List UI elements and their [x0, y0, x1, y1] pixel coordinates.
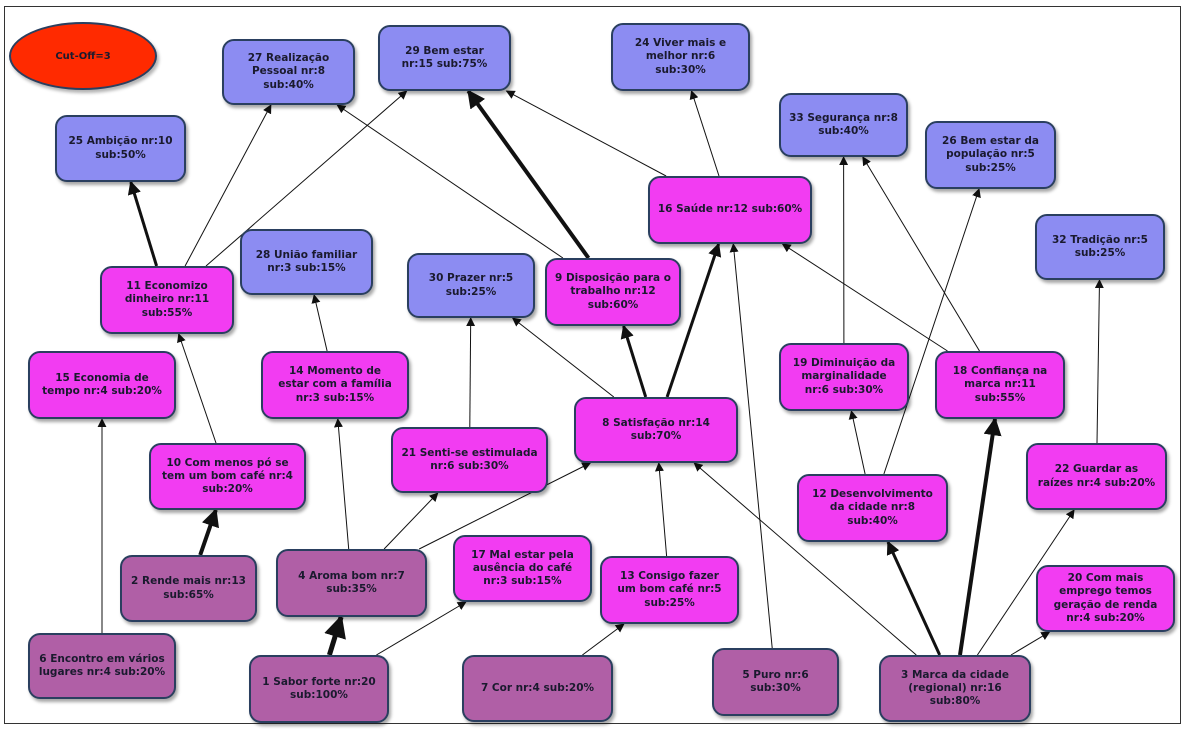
edge-n11-to-n25 [127, 180, 159, 267]
cutoff-ellipse: Cut-Off=3 [9, 22, 157, 90]
node-32-tradicao: 32 Tradição nr:5 sub:25% [1035, 214, 1165, 280]
node-18-confianca-na-marca: 18 Confiança na marca nr:11 sub:55% [935, 351, 1065, 419]
edge-n8-to-n30 [511, 317, 615, 398]
edge-n9-to-n29 [466, 89, 591, 260]
node-29-bem-estar: 29 Bem estar nr:15 sub:75% [378, 25, 511, 91]
node-9-disposicao-para-o-trabalho: 9 Disposição para o trabalho nr:12 sub:6… [545, 258, 681, 326]
edge-n1-to-n17 [376, 601, 467, 656]
node-5-puro: 5 Puro nr:6 sub:30% [712, 648, 839, 716]
edge-n12-to-n19 [848, 410, 866, 475]
node-3-marca-da-cidade: 3 Marca da cidade (regional) nr:16 sub:8… [879, 655, 1031, 722]
edge-n14-to-n28 [311, 294, 328, 352]
edge-n3-to-n20 [1010, 631, 1051, 656]
edge-n8-to-n9 [620, 324, 648, 398]
node-14-momento-de-estar-com-a-familia: 14 Momento de estar com a família nr:3 s… [261, 351, 409, 419]
node-27-realizacao-pessoal: 27 Realização Pessoal nr:8 sub:40% [222, 39, 355, 105]
node-16-saude: 16 Saúde nr:12 sub:60% [648, 176, 812, 244]
edge-n3-to-n8 [693, 462, 917, 656]
node-11-economizo-dinheiro: 11 Economizo dinheiro nr:11 sub:55% [100, 266, 234, 334]
node-22-guardar-as-raizes: 22 Guardar as raízes nr:4 sub:20% [1026, 443, 1167, 510]
node-24-viver-mais-e-melhor: 24 Viver mais e melhor nr:6 sub:30% [611, 23, 750, 91]
edge-n3-to-n12 [886, 540, 942, 656]
edge-n16-to-n29 [505, 90, 667, 177]
node-30-prazer: 30 Prazer nr:5 sub:25% [407, 253, 535, 318]
edge-n18-to-n33 [862, 156, 980, 352]
edge-n3-to-n18 [958, 417, 1002, 656]
node-10-com-menos-po: 10 Com menos pó se tem um bom café nr:4 … [149, 443, 306, 510]
edge-n9-to-n27 [336, 104, 564, 259]
cutoff-label: Cut-Off=3 [55, 50, 111, 62]
edge-n21-to-n30 [466, 317, 476, 428]
edge-n7-to-n13 [582, 623, 625, 656]
node-25-ambicao: 25 Ambição nr:10 sub:50% [55, 115, 186, 182]
node-1-sabor-forte: 1 Sabor forte nr:20 sub:100% [249, 655, 389, 723]
edge-n2-to-n10 [198, 508, 219, 556]
node-4-aroma-bom: 4 Aroma bom nr:7 sub:35% [276, 549, 427, 617]
edge-n12-to-n26 [883, 188, 981, 475]
edge-n10-to-n11 [177, 333, 217, 444]
edge-n16-to-n24 [689, 90, 720, 177]
node-7-cor: 7 Cor nr:4 sub:20% [462, 655, 613, 722]
edge-n4-to-n8 [418, 462, 592, 550]
node-33-seguranca: 33 Segurança nr:8 sub:40% [779, 93, 908, 157]
edge-n4-to-n14 [333, 418, 350, 550]
node-15-economia-de-tempo: 15 Economia de tempo nr:4 sub:20% [28, 351, 176, 419]
edge-n11-to-n29 [205, 90, 408, 267]
edge-n5-to-n16 [729, 243, 773, 649]
edge-n11-to-n27 [184, 104, 272, 267]
node-6-encontro-em-varios-lugares: 6 Encontro em vários lugares nr:4 sub:20… [28, 633, 176, 699]
node-20-com-mais-emprego: 20 Com mais emprego temos geração de ren… [1036, 565, 1175, 632]
edge-n18-to-n16 [781, 243, 948, 352]
edge-n13-to-n8 [654, 462, 668, 557]
node-21-senti-se-estimulada: 21 Senti-se estimulada nr:6 sub:30% [391, 427, 548, 493]
node-12-desenvolvimento-da-cidade: 12 Desenvolvimento da cidade nr:8 sub:40… [797, 474, 948, 542]
edge-n4-to-n21 [383, 492, 439, 550]
node-13-consigo-fazer-um-bom-cafe: 13 Consigo fazer um bom café nr:5 sub:25… [600, 556, 739, 624]
edge-n8-to-n16 [665, 242, 722, 398]
edge-n22-to-n32 [1094, 279, 1104, 444]
node-2-rende-mais: 2 Rende mais nr:13 sub:65% [120, 555, 257, 622]
node-8-satisfacao: 8 Satisfação nr:14 sub:70% [574, 397, 738, 463]
node-28-uniao-familiar: 28 União familiar nr:3 sub:15% [240, 229, 373, 295]
node-19-diminuicao-da-marginalidade: 19 Diminuição da marginalidade nr:6 sub:… [779, 343, 909, 411]
node-17-mal-estar-pela-ausencia-do-cafe: 17 Mal estar pela ausência do café nr:3 … [453, 535, 592, 602]
edge-n1-to-n4 [324, 614, 346, 656]
edge-n3-to-n22 [976, 509, 1075, 656]
node-26-bem-estar-da-populacao: 26 Bem estar da população nr:5 sub:25% [925, 121, 1056, 189]
